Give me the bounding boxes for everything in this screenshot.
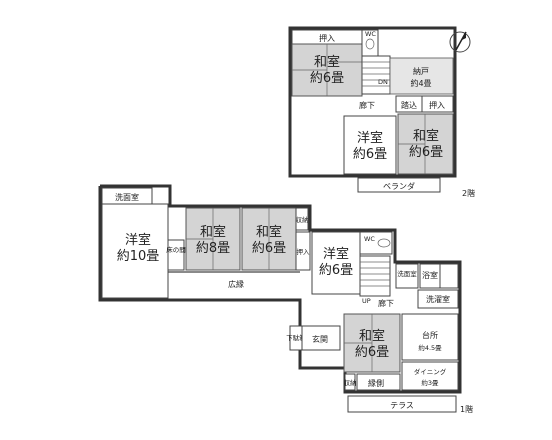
first-floor-outer-wall	[98, 184, 462, 394]
washroom-left-label: 洗面室	[115, 192, 139, 202]
kitchen-label: 台所	[422, 330, 438, 340]
alcove	[167, 239, 185, 271]
japanese-room-6-label: 和室	[256, 224, 282, 240]
japanese-room-south-size: 約6畳	[355, 345, 389, 360]
closet-1f-label: 押入	[297, 247, 311, 256]
dining	[401, 361, 459, 391]
entrance	[301, 325, 341, 351]
western-room-2f-size: 約6畳	[353, 147, 387, 162]
western-room-large	[101, 203, 169, 299]
japanese-room-8-size: 約8畳	[196, 241, 230, 256]
entrance-label: 玄関	[312, 334, 328, 344]
closet-top-label: 押入	[319, 33, 335, 43]
western-room-large-size: 約10畳	[117, 249, 160, 264]
second-floor: 押入 和室 約6畳 WC DN 納戸 約4畳 廊下 踏込 押入 洋室 約6畳	[288, 26, 475, 198]
closet-right	[421, 95, 454, 113]
toilet-1f-label: WC	[364, 235, 375, 243]
terrace-label: テラス	[390, 401, 414, 410]
japanese-room-6-size: 約6畳	[252, 241, 286, 256]
storage-room	[389, 57, 454, 95]
japanese-room-a-label: 和室	[314, 54, 340, 70]
veranda-corridor-label: 広縁	[228, 279, 244, 289]
western-room-6-size: 約6畳	[319, 263, 353, 278]
hallway-2f-label: 廊下	[359, 100, 375, 110]
washroom-right-label: 洗面室	[397, 269, 417, 278]
alcove-label: 床の間	[166, 245, 186, 254]
engawa	[356, 373, 401, 391]
laundry-room	[417, 289, 459, 309]
closet-1f	[295, 231, 311, 271]
storage-1f	[295, 207, 309, 231]
compass	[449, 31, 471, 53]
entry-step-label: 踏込	[401, 100, 417, 110]
stairs-up-label: UP	[362, 297, 371, 305]
storage-small	[344, 373, 356, 391]
first-floor-label: 1階	[460, 404, 473, 414]
storage-room-label: 納戸	[413, 66, 429, 76]
japanese-room-b-label: 和室	[413, 128, 439, 144]
storage-small-label: 収納	[344, 378, 357, 387]
japanese-room-b-size: 約6畳	[409, 145, 443, 160]
closet-right-label: 押入	[429, 100, 445, 110]
second-floor-label: 2階	[462, 188, 475, 198]
kitchen-size: 約4.5畳	[418, 343, 442, 352]
terrace	[347, 395, 457, 413]
laundry-room-label: 洗濯室	[426, 294, 450, 304]
engawa-label: 縁側	[368, 378, 384, 388]
bathroom-label: 浴室	[422, 270, 438, 280]
japanese-room-a-size: 約6畳	[310, 71, 344, 86]
dining-size: 約3畳	[421, 378, 439, 387]
second-floor-outer-wall	[288, 26, 457, 178]
japanese-room-south-label: 和室	[359, 328, 385, 344]
stairs-down-label: DN	[378, 78, 388, 86]
western-room-6-label: 洋室	[323, 246, 349, 262]
washroom-right	[395, 263, 419, 289]
shoe-cabinet-label: 下駄箱	[286, 333, 306, 342]
toilet-1f	[359, 231, 393, 255]
kitchen	[401, 313, 459, 361]
storage-1f-label: 収納	[296, 215, 309, 224]
storage-room-size: 約4畳	[410, 78, 431, 88]
western-room-2f-label: 洋室	[357, 130, 383, 146]
western-room-large-label: 洋室	[125, 232, 151, 248]
hallway-1f-label: 廊下	[378, 298, 394, 308]
japanese-room-8-label: 和室	[200, 224, 226, 240]
western-room-6	[311, 231, 361, 295]
balcony	[357, 177, 441, 193]
staircase-1f	[359, 255, 391, 297]
first-floor: 洗面室 洋室 約10畳 床の間 和室 約8畳 和室 約6畳 収納 押入 広縁 洋…	[98, 184, 473, 414]
western-room-2f	[343, 115, 397, 175]
bathtub	[439, 263, 459, 289]
toilet-2f-label: WC	[365, 30, 376, 38]
dining-label: ダイニング	[414, 367, 447, 376]
balcony-label: ベランダ	[383, 181, 415, 191]
